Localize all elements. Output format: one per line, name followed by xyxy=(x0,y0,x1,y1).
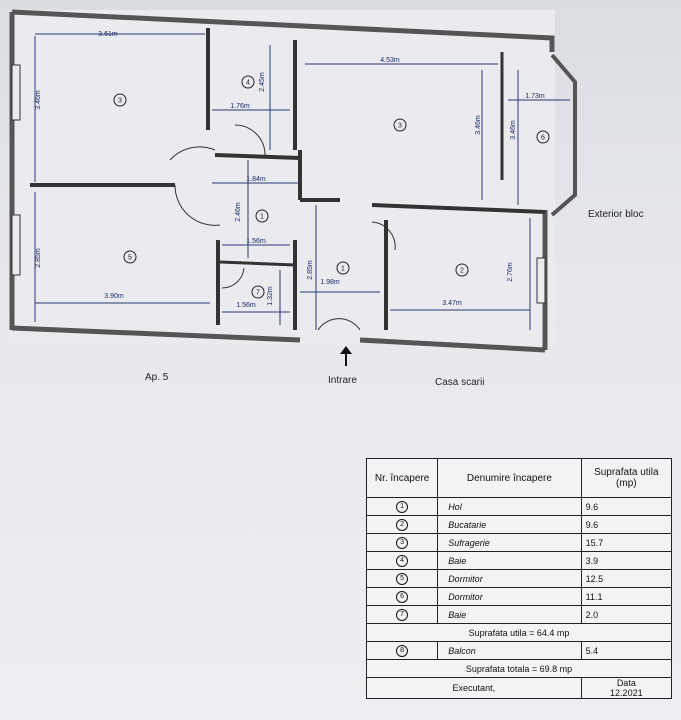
dimension-label: 1.56m xyxy=(246,238,266,245)
room-area: 9.6 xyxy=(580,515,673,534)
dimension-label: 4.53m xyxy=(380,57,400,64)
room-area: 15.7 xyxy=(580,533,673,552)
header-room-no: Nr. încapere xyxy=(365,458,439,498)
room-number: 5 xyxy=(396,573,409,585)
room-number: 3 xyxy=(398,123,402,130)
room-number: 2 xyxy=(396,519,409,531)
room-number: 5 xyxy=(128,255,132,262)
room-number: 8 xyxy=(396,645,409,657)
room-number: 2 xyxy=(460,268,464,275)
executant-label: Executant, xyxy=(366,677,582,699)
dimension-label: 1.32m xyxy=(267,286,274,306)
room-area: 2.0 xyxy=(580,605,673,624)
room-number-circle xyxy=(393,118,407,132)
room-area: 3.9 xyxy=(580,551,673,570)
dimension-label: 1.84m xyxy=(246,176,266,183)
dimension-label: 1.98m xyxy=(320,279,340,286)
room-name: Bucatarie xyxy=(437,515,582,534)
date-label: Data xyxy=(616,678,636,688)
dimension-label: 2.85m xyxy=(35,248,42,268)
dimension-label: 3.90m xyxy=(104,293,124,300)
room-name: Hol xyxy=(437,497,582,516)
room-number-circle xyxy=(123,250,137,264)
room-number: 4 xyxy=(396,555,409,567)
room-area: 11.1 xyxy=(580,587,673,606)
room-area-table: Nr. încapere Denumire încapere Suprafata… xyxy=(365,458,673,699)
room-number: 3 xyxy=(396,537,409,549)
useful-total-row: Suprafata utila = 64.4 mp xyxy=(366,623,672,642)
room-number: 7 xyxy=(396,609,409,621)
staircase-label: Casa scarii xyxy=(435,377,485,388)
room-number: 1 xyxy=(260,214,264,221)
useful-total: Suprafata utila = 64.4 mp xyxy=(366,623,672,642)
room-name: Baie xyxy=(437,605,582,624)
dimension-label: 3.46m xyxy=(35,90,42,110)
room-number-circle xyxy=(251,285,265,299)
dimension-label: 3.47m xyxy=(442,300,462,307)
exterior-label: Exterior bloc xyxy=(588,209,644,220)
grand-total: Suprafata totala = 69.8 mp xyxy=(366,659,672,678)
date-cell: Data 12.2021 xyxy=(580,677,673,699)
room-number-circle xyxy=(455,263,469,277)
room-number: 3 xyxy=(118,98,122,105)
room-name: Baie xyxy=(437,551,582,570)
room-area: 12.5 xyxy=(580,569,673,588)
room-area: 9.6 xyxy=(580,497,673,516)
room-number-circle xyxy=(255,209,269,223)
room-number-circle xyxy=(241,75,255,89)
dimension-label: 2.46m xyxy=(235,202,242,222)
room-number: 6 xyxy=(541,135,545,142)
dimension-label: 2.85m xyxy=(307,260,314,280)
room-number: 6 xyxy=(396,591,409,603)
header-room-area: Suprafata utila (mp) xyxy=(580,458,673,498)
room-number: 1 xyxy=(341,266,345,273)
room-number-circle xyxy=(536,130,550,144)
room-number: 7 xyxy=(256,290,260,297)
room-number: 4 xyxy=(246,80,250,87)
header-room-name: Denumire încapere xyxy=(437,458,582,498)
entrance-label: Intrare xyxy=(328,375,357,386)
room-number-circle xyxy=(336,261,350,275)
room-name: Balcon xyxy=(437,641,582,660)
apartment-label: Ap. 5 xyxy=(145,372,169,383)
room-number-circle xyxy=(113,93,127,107)
room-name: Sufragerie xyxy=(437,533,582,552)
dimension-label: 1.76m xyxy=(230,103,250,110)
dimension-label: 2.76m xyxy=(507,262,514,282)
room-number: 1 xyxy=(396,501,409,513)
executant-row: Executant, Data 12.2021 xyxy=(366,677,673,699)
dimension-label: 1.56m xyxy=(236,302,256,309)
dimension-label: 1.73m xyxy=(525,93,545,100)
dimension-label: 3.61m xyxy=(98,31,118,38)
room-name: Dormitor xyxy=(437,587,582,606)
room-name: Dormitor xyxy=(437,569,582,588)
balcony-row: 8 Balcon 5.4 xyxy=(365,641,673,660)
date-value: 12.2021 xyxy=(610,688,643,698)
grand-total-row: Suprafata totala = 69.8 mp xyxy=(366,659,672,678)
room-area: 5.4 xyxy=(580,641,673,660)
dimension-label: 3.46m xyxy=(510,120,517,140)
dimension-label: 2.45m xyxy=(259,72,266,92)
dimension-label: 3.46m xyxy=(475,115,482,135)
